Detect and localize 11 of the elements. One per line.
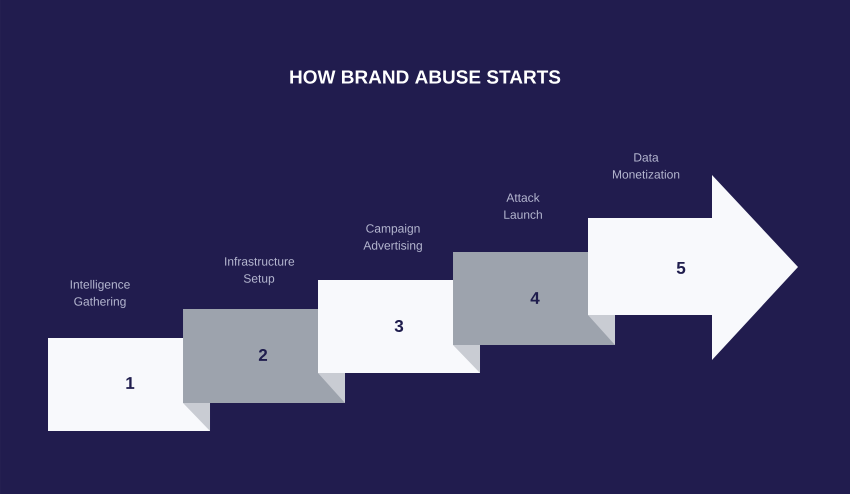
step-heading: Infrastructure Setup — [225, 256, 294, 286]
step-number: 2 — [258, 349, 268, 361]
step-heading: Data Monetization — [612, 153, 680, 179]
title: HOW BRAND ABUSE STARTS — [290, 70, 560, 84]
step-number: 5 — [676, 262, 686, 274]
step-heading: Campaign Advertising — [363, 224, 422, 252]
step-number: 4 — [530, 292, 540, 304]
step-heading: Intelligence Gathering — [70, 280, 130, 308]
step-heading: Attack Launch — [504, 193, 542, 219]
step-number: 1 — [126, 377, 134, 389]
step-number: 3 — [394, 320, 404, 332]
